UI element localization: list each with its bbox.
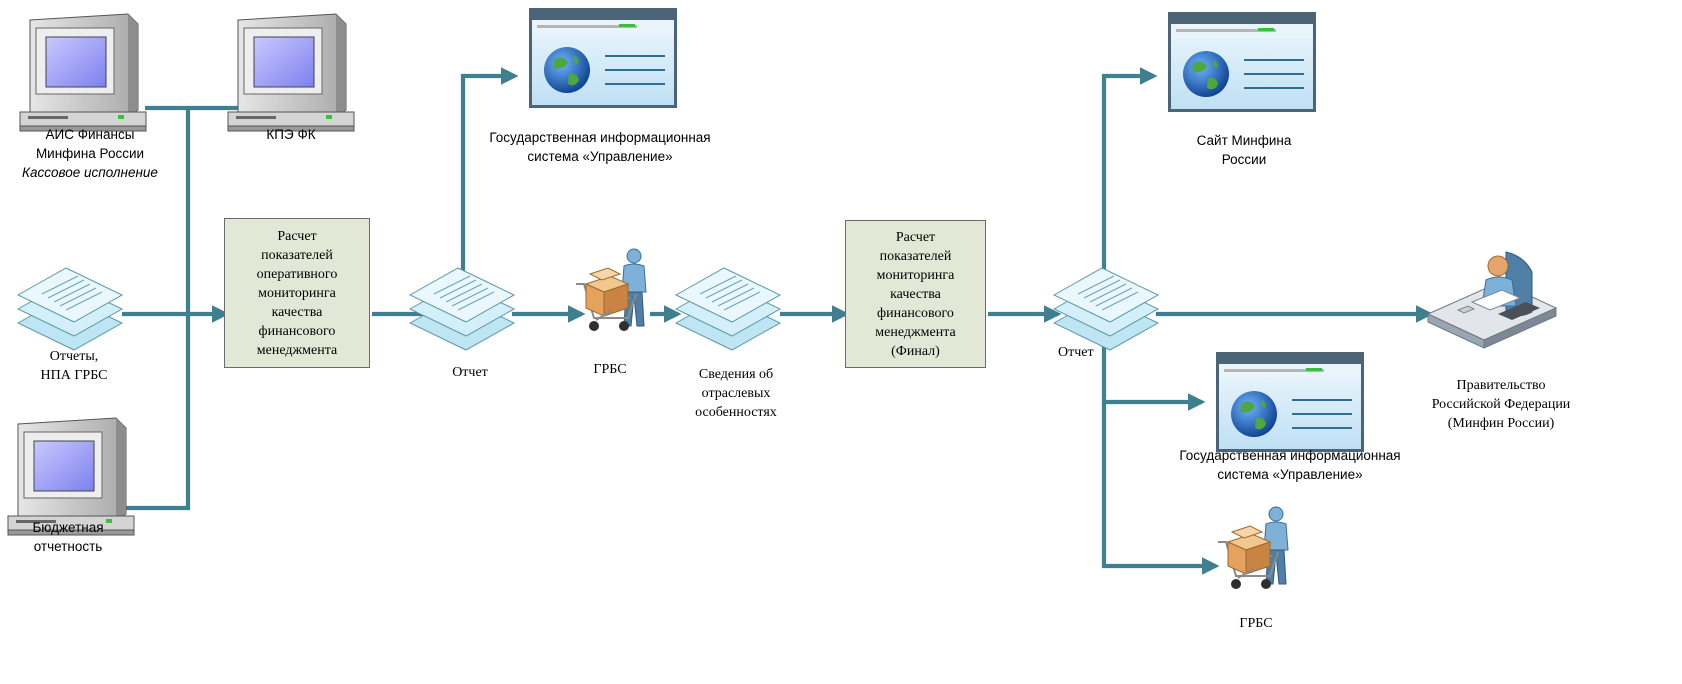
- process-line: финансового: [258, 323, 336, 339]
- documents-icon: [409, 267, 515, 351]
- label-line: Сайт Минфина: [1196, 133, 1292, 148]
- process-line: показателей: [261, 247, 333, 263]
- label-line: Минфина России: [35, 146, 145, 161]
- process-calc2: Расчет показателей мониторинга качества …: [845, 220, 986, 368]
- process-line: качества: [271, 304, 323, 320]
- label-line: система «Управление»: [1217, 467, 1363, 482]
- process-line: мониторинга: [258, 285, 336, 301]
- label-line: НПА ГРБС: [40, 368, 108, 383]
- label-line: система «Управление»: [527, 149, 673, 164]
- label-gis2: Государственная информационная система «…: [1168, 446, 1412, 484]
- label-line: ГРБС: [593, 362, 627, 377]
- label-budget: Бюджетная отчетность: [8, 518, 128, 556]
- label-line: Государственная информационная: [1179, 448, 1401, 463]
- label-line: ГРБС: [1239, 616, 1273, 631]
- process-line: менеджмента: [256, 342, 338, 358]
- person-with-cart-icon: [575, 248, 647, 332]
- edge-report1-gis1: [460, 67, 519, 272]
- label-line: особенностях: [695, 405, 777, 420]
- label-line: КПЭ ФК: [266, 127, 316, 142]
- process-line: менеджмента: [875, 324, 956, 340]
- label-line: России: [1221, 152, 1267, 167]
- process-line: оперативного: [256, 266, 338, 282]
- website-icon: [528, 7, 678, 109]
- website-icon: [1215, 351, 1365, 453]
- documents-icon: [1053, 267, 1159, 351]
- process-line: финансового: [877, 305, 954, 321]
- process-line: Расчет: [277, 228, 317, 244]
- process-line: мониторинга: [876, 267, 955, 283]
- label-line: Отчеты,: [49, 349, 99, 364]
- process-line: показателей: [879, 248, 952, 264]
- documents-icon: [675, 267, 781, 351]
- edge-report2-site: [1101, 67, 1158, 272]
- label-grbs1: ГРБС: [580, 360, 640, 379]
- documents-icon: [17, 267, 123, 351]
- label-line: (Минфин России): [1447, 416, 1555, 431]
- process-line: (Финал): [891, 343, 940, 359]
- connectors: [122, 67, 1434, 575]
- label-line: Кассовое исполнение: [22, 165, 158, 180]
- label-line: отчетность: [33, 539, 103, 554]
- edge-report2-gis2: [1101, 344, 1206, 411]
- label-kpe: КПЭ ФК: [236, 125, 346, 144]
- label-gis1: Государственная информационная система «…: [480, 128, 720, 166]
- label-line: Российской Федерации: [1431, 397, 1571, 412]
- label-line: Правительство: [1456, 378, 1546, 393]
- label-report2: Отчет: [1058, 343, 1118, 362]
- edge-bus: [125, 108, 191, 511]
- person-at-desk-icon: [1427, 251, 1557, 349]
- label-line: Отчет: [452, 365, 488, 380]
- label-sector: Сведения об отраслевых особенностях: [676, 365, 796, 422]
- label-line: Государственная информационная: [489, 130, 711, 145]
- label-line: Бюджетная: [32, 520, 104, 535]
- label-reports-npa: Отчеты, НПА ГРБС: [28, 347, 120, 385]
- label-line: Сведения об: [698, 367, 774, 382]
- computer-icon: [227, 13, 355, 132]
- process-line: Расчет: [895, 229, 936, 245]
- label-gov: Правительство Российской Федерации (Минф…: [1420, 376, 1582, 433]
- label-ais: АИС Финансы Минфина России Кассовое испо…: [20, 125, 160, 182]
- label-line: отраслевых: [701, 386, 771, 401]
- label-line: Отчет: [1058, 345, 1094, 360]
- computer-icon: [19, 13, 147, 132]
- person-with-cart-icon: [1217, 506, 1289, 590]
- website-icon: [1167, 11, 1317, 113]
- label-report1: Отчет: [430, 363, 510, 382]
- label-line: АИС Финансы: [45, 127, 135, 142]
- process-line: качества: [890, 286, 941, 302]
- process-calc1: Расчет показателей оперативного монитори…: [224, 218, 370, 368]
- edge-report2-grbs2: [1101, 402, 1220, 575]
- label-site: Сайт Минфина России: [1176, 131, 1312, 169]
- label-grbs2: ГРБС: [1226, 614, 1286, 633]
